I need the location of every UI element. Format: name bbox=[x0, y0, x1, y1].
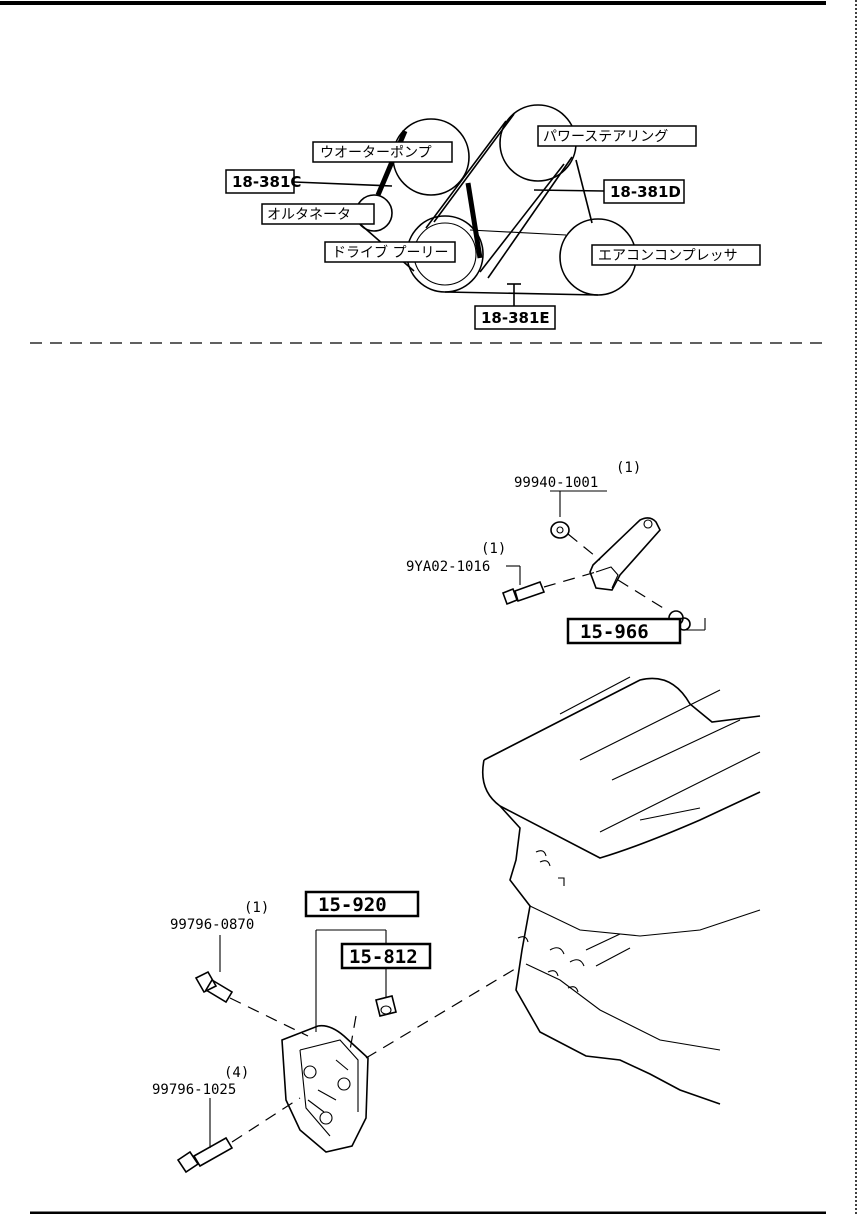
power-steering-label: パワーステアリング bbox=[537, 125, 697, 147]
svg-text:15-966: 15-966 bbox=[580, 621, 649, 643]
upper-bracket-assembly: (1) 99940-1001 (1) 9YA02-1016 bbox=[406, 460, 706, 645]
svg-text:99940-1001: 99940-1001 bbox=[514, 475, 598, 491]
svg-text:ウオーターポンプ: ウオーターポンプ bbox=[320, 145, 432, 161]
svg-text:99796-1025: 99796-1025 bbox=[152, 1082, 236, 1098]
svg-text:18-381D: 18-381D bbox=[610, 183, 681, 201]
svg-text:(1): (1) bbox=[244, 900, 269, 916]
power-steering-belt bbox=[425, 113, 593, 279]
bolt-99796-1025-icon bbox=[176, 1136, 234, 1174]
svg-text:9YA02-1016: 9YA02-1016 bbox=[406, 559, 490, 575]
belt-code-18-381E: 18-381E bbox=[474, 283, 556, 330]
belt-routing-diagram: ウオーターポンプ パワーステアリング オルタネータ ドライブ プーリー エアコン… bbox=[225, 104, 761, 330]
bracket-body-icon bbox=[281, 1024, 369, 1153]
svg-text:99796-0870: 99796-0870 bbox=[170, 917, 254, 933]
belt-code-18-381C: 18-381C bbox=[225, 169, 393, 194]
svg-text:エアコンコンプレッサ: エアコンコンプレッサ bbox=[598, 248, 738, 264]
svg-text:15-812: 15-812 bbox=[349, 946, 418, 968]
ac-belt bbox=[444, 229, 599, 296]
grommet-icon bbox=[375, 995, 397, 1017]
alternator-label: オルタネータ bbox=[261, 203, 375, 225]
svg-text:(4): (4) bbox=[224, 1065, 249, 1081]
svg-text:15-920: 15-920 bbox=[318, 894, 387, 916]
svg-text:パワーステアリング: パワーステアリング bbox=[543, 129, 668, 145]
svg-text:(1): (1) bbox=[481, 541, 506, 557]
ref-15-920: 15-920 bbox=[304, 890, 420, 918]
ref-15-812: 15-812 bbox=[340, 942, 432, 970]
water-pump-label: ウオーターポンプ bbox=[312, 141, 453, 163]
ac-compressor-label: エアコンコンプレッサ bbox=[591, 244, 761, 266]
lower-bracket-assembly: 15-920 15-812 (1) 99796-0870 bbox=[152, 890, 521, 1174]
belt-code-18-381D: 18-381D bbox=[533, 179, 685, 204]
svg-text:(1): (1) bbox=[616, 460, 641, 476]
svg-text:オルタネータ: オルタネータ bbox=[267, 207, 351, 223]
svg-text:18-381C: 18-381C bbox=[232, 173, 301, 191]
bracket-arm-icon bbox=[589, 517, 661, 591]
svg-text:18-381E: 18-381E bbox=[481, 309, 550, 327]
ref-15-966: 15-966 bbox=[566, 617, 682, 645]
bolt-9YA02-icon bbox=[501, 580, 546, 606]
svg-text:ドライブ プーリー: ドライブ プーリー bbox=[332, 244, 448, 261]
washer-icon bbox=[550, 521, 570, 539]
bolt-99796-0870-icon bbox=[194, 970, 234, 1004]
engine-boss-holes bbox=[517, 850, 631, 993]
engine-block-outline bbox=[481, 676, 761, 1105]
drive-pulley-label: ドライブ プーリー bbox=[324, 241, 456, 263]
